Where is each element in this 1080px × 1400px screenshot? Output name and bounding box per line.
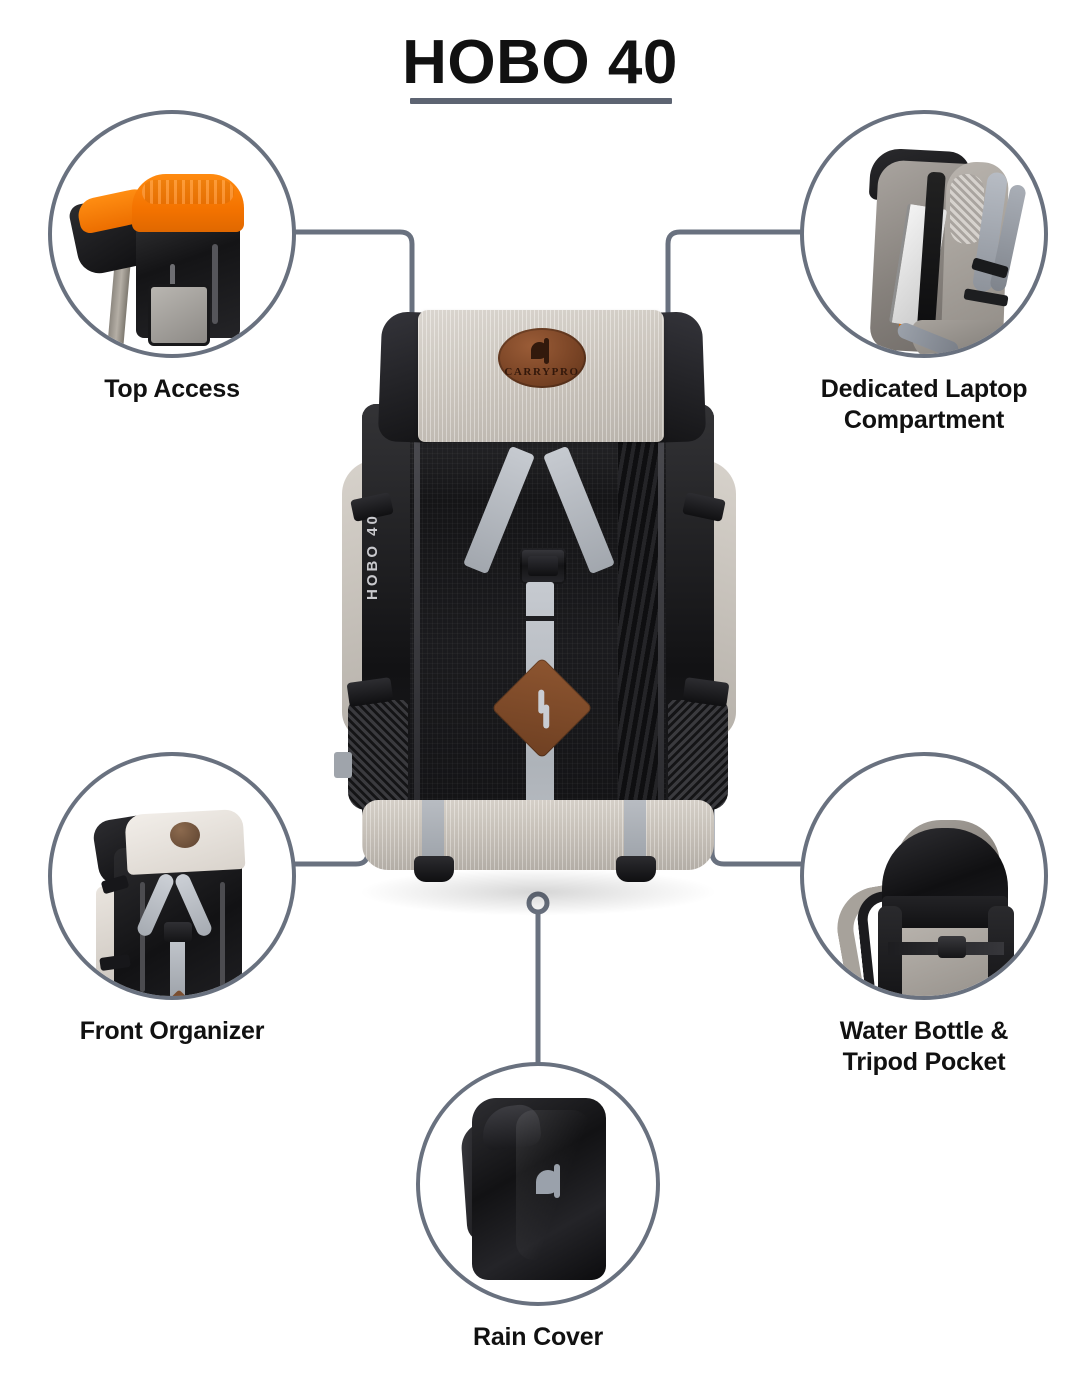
- title-underline-rule: [410, 98, 672, 104]
- photo-rain-cover: [420, 1066, 656, 1302]
- feature-dedicated-laptop-compartment[interactable]: Dedicated Laptop Compartment: [800, 110, 1048, 435]
- photo-top-access: [52, 114, 292, 354]
- mesh-pocket-right: [668, 700, 728, 810]
- brand-logo-patch: CARRYPRO: [498, 328, 586, 388]
- main-product-image: CARRYPRO HOBO 40: [318, 300, 758, 920]
- bottom-strap-right: [624, 800, 646, 870]
- feature-label-line-1: Dedicated Laptop: [820, 375, 1028, 403]
- feature-image-rain-cover[interactable]: [416, 1062, 660, 1306]
- mesh-pocket-left: [348, 700, 408, 810]
- feature-water-bottle-tripod-pocket[interactable]: Water Bottle & Tripod Pocket: [800, 752, 1048, 1077]
- feature-top-access[interactable]: Top Access: [48, 110, 296, 405]
- zipper-right: [658, 420, 664, 824]
- y-strap-band: [526, 616, 554, 621]
- rain-cover-logo-icon: [536, 1164, 562, 1198]
- center-buckle: [520, 548, 566, 584]
- feature-label-laptop-compartment: Dedicated Laptop Compartment: [800, 374, 1048, 435]
- carrypro-logo-icon: [531, 338, 553, 364]
- feature-label-rain-cover: Rain Cover: [473, 1323, 603, 1351]
- feature-image-top-access[interactable]: [48, 110, 296, 358]
- bottom-strap-tip-right: [616, 856, 656, 882]
- bottom-strap-left: [422, 800, 444, 870]
- page-title-block: HOBO 40: [0, 30, 1080, 95]
- zipper-left: [414, 420, 420, 824]
- feature-label-line-2: Tripod Pocket: [842, 1047, 1006, 1076]
- connector-top-left: [289, 229, 415, 407]
- connector-top-right: [665, 229, 803, 407]
- feature-label-line-2: Compartment: [843, 405, 1005, 434]
- bottom-strap-tip-left: [414, 856, 454, 882]
- model-name-print: HOBO 40: [364, 513, 381, 600]
- brand-name-text: CARRYPRO: [504, 366, 580, 378]
- product-shadow: [358, 868, 718, 916]
- feature-front-organizer[interactable]: Front Organizer: [48, 752, 296, 1047]
- body-ruffle-right: [618, 420, 662, 820]
- feature-label-line-1: Water Bottle &: [839, 1017, 1009, 1045]
- page-title: HOBO 40: [402, 28, 678, 97]
- feature-image-water-bottle-pocket[interactable]: [800, 752, 1048, 1000]
- photo-front-organizer: [52, 756, 292, 996]
- photo-water-bottle-pocket: [804, 756, 1044, 996]
- feature-label-top-access: Top Access: [104, 375, 240, 403]
- feature-image-laptop-compartment[interactable]: [800, 110, 1048, 358]
- feature-label-front-organizer: Front Organizer: [79, 1017, 265, 1045]
- feature-rain-cover[interactable]: Rain Cover: [416, 1062, 660, 1353]
- side-pull-tab: [334, 752, 352, 778]
- feature-image-front-organizer[interactable]: [48, 752, 296, 1000]
- photo-laptop-compartment: [804, 114, 1044, 354]
- marker-bottom-center: [526, 891, 550, 915]
- feature-label-water-bottle-pocket: Water Bottle & Tripod Pocket: [800, 1016, 1048, 1077]
